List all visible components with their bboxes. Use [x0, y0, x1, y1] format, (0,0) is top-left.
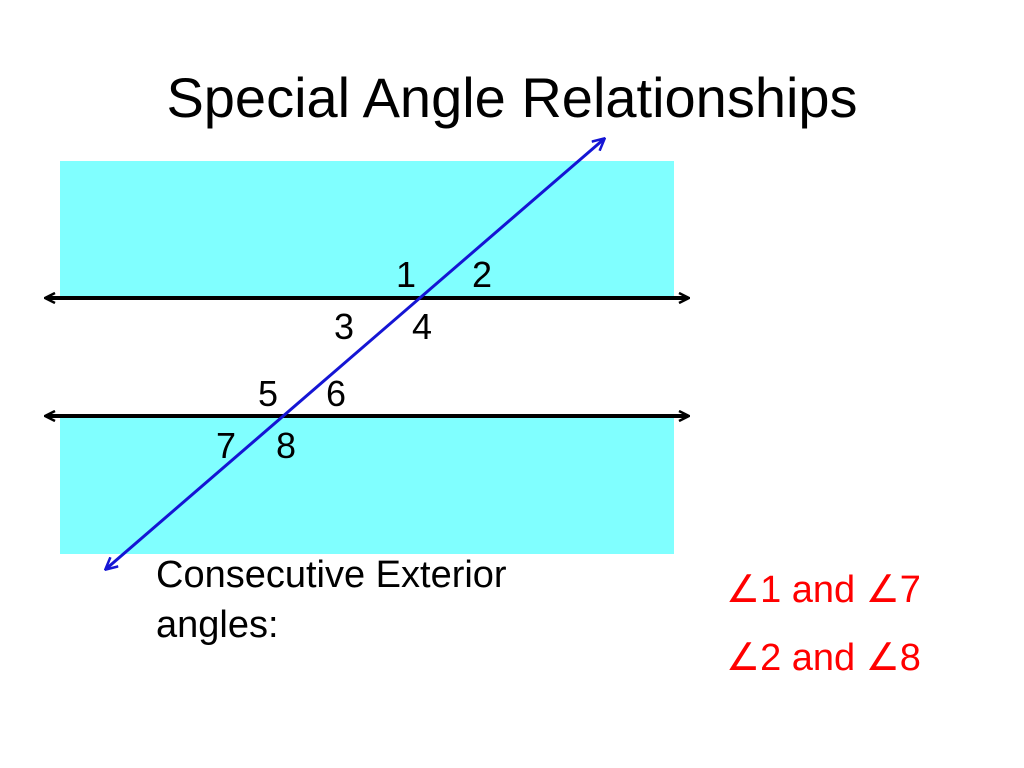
- angle-label-8: 8: [276, 425, 296, 466]
- angle-label-4: 4: [412, 306, 432, 347]
- angle-label-7: 7: [216, 425, 236, 466]
- upper-exterior-band: [60, 161, 674, 297]
- answer-pair-1: ∠1 and ∠7: [726, 569, 921, 611]
- angle-label-1: 1: [396, 254, 416, 295]
- angle-label-5: 5: [258, 373, 278, 414]
- lower-exterior-band: [60, 418, 674, 554]
- slide-title: Special Angle Relationships: [166, 66, 858, 129]
- answer-pair-2: ∠2 and ∠8: [726, 637, 921, 679]
- relationship-caption: Consecutive Exterior angles:: [156, 550, 606, 650]
- caption-line-2: angles:: [156, 604, 279, 646]
- caption-line-1: Consecutive Exterior: [156, 554, 507, 596]
- angle-label-2: 2: [472, 254, 492, 295]
- answer-list: ∠1 and ∠7 ∠2 and ∠8: [726, 556, 1016, 692]
- angle-label-6: 6: [326, 373, 346, 414]
- angle-label-3: 3: [334, 306, 354, 347]
- transversal-line: [106, 139, 604, 569]
